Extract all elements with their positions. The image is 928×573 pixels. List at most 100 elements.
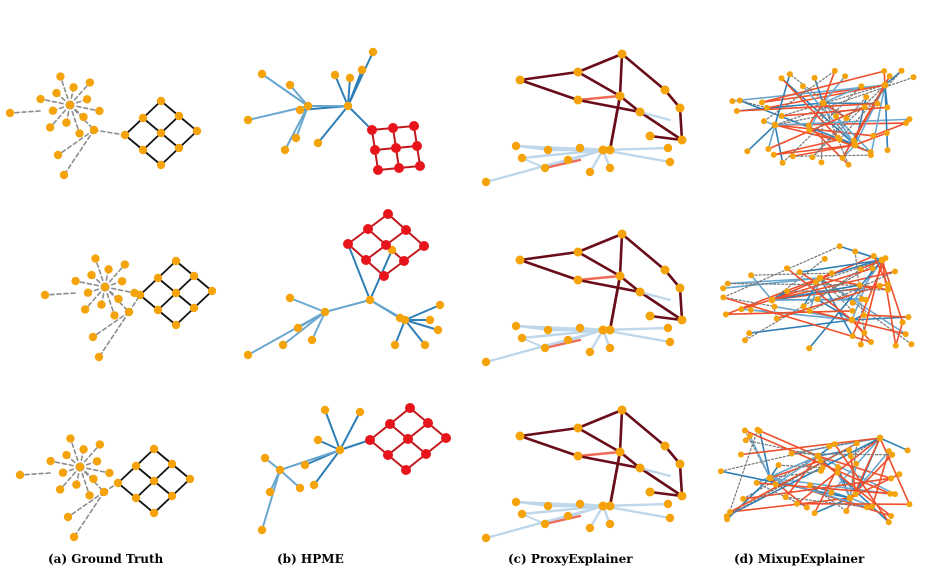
graph-node xyxy=(760,118,767,125)
motif-node xyxy=(388,123,398,133)
graph-node xyxy=(818,159,825,166)
graph-node xyxy=(724,516,731,523)
graph-edge xyxy=(850,455,857,495)
graph-edge xyxy=(547,327,581,331)
graph-node xyxy=(836,243,843,250)
mixed-edge xyxy=(784,455,819,498)
graph-node xyxy=(124,307,134,317)
graph-node xyxy=(617,229,627,239)
graph-node xyxy=(605,343,615,353)
base-node xyxy=(55,485,65,494)
graph-node xyxy=(517,333,527,343)
motif-node xyxy=(174,143,184,153)
graph-node xyxy=(747,306,754,313)
motif-node xyxy=(185,474,195,484)
mixed-edge xyxy=(771,258,826,301)
motif-node xyxy=(383,450,393,460)
base-edge xyxy=(289,297,326,313)
base-edge xyxy=(79,466,111,474)
base-node xyxy=(89,474,98,484)
base-node xyxy=(295,483,305,493)
motif-node xyxy=(153,273,163,283)
base-edge xyxy=(279,469,301,489)
graph-node xyxy=(511,321,521,331)
explanation-edge xyxy=(576,450,622,458)
base-node xyxy=(75,129,84,138)
graph-node xyxy=(910,74,917,81)
graph-edge xyxy=(638,466,672,478)
explanation-edge xyxy=(576,278,642,294)
base-node xyxy=(71,276,80,286)
graph-edge xyxy=(57,129,95,156)
graph-node xyxy=(738,306,745,313)
base-edge xyxy=(104,286,116,317)
graph-node xyxy=(605,519,615,529)
graph-node xyxy=(814,296,821,303)
graph-edge xyxy=(777,464,824,469)
explanation-edge xyxy=(576,274,622,282)
graph-node xyxy=(793,500,800,507)
graph-node xyxy=(881,81,889,89)
graph-node xyxy=(481,357,491,367)
explanation-edge xyxy=(518,434,580,458)
graph-node xyxy=(69,532,79,542)
mixed-edge xyxy=(879,437,911,506)
graph-node xyxy=(847,453,854,460)
mixed-edge xyxy=(771,270,896,301)
graph-node xyxy=(15,470,25,480)
graph-node xyxy=(615,447,625,457)
graph-node xyxy=(811,74,818,81)
hub-node xyxy=(320,307,330,317)
explanation-edge xyxy=(518,78,580,102)
graph-edge xyxy=(740,267,874,310)
motif-node xyxy=(423,418,433,428)
graph-node xyxy=(834,464,841,471)
mixed-edge xyxy=(813,77,824,104)
graph-node xyxy=(675,283,685,293)
graph-node xyxy=(891,491,898,498)
base-node xyxy=(300,460,310,470)
base-node xyxy=(425,315,435,325)
base-edge xyxy=(289,84,309,107)
motif-node xyxy=(149,476,159,486)
motif-node xyxy=(385,419,395,429)
base-node xyxy=(46,456,55,466)
graph-node xyxy=(720,294,727,301)
graph-node xyxy=(884,147,891,154)
graph-edge xyxy=(813,466,839,514)
graph-node xyxy=(906,501,913,508)
graph-node xyxy=(598,325,608,335)
graph-edge xyxy=(789,73,848,119)
base-edge xyxy=(69,104,101,112)
base-edge xyxy=(69,81,91,106)
mixed-edge xyxy=(849,463,857,499)
graph-node xyxy=(517,153,527,163)
graph-node xyxy=(884,286,891,293)
motif-node xyxy=(192,126,202,136)
hub-node xyxy=(303,101,313,111)
graph-node xyxy=(645,311,655,321)
graph-node xyxy=(481,533,491,543)
graph-edge xyxy=(608,450,622,508)
base-node xyxy=(36,94,45,104)
graph-edge xyxy=(347,105,373,131)
mixed-edge xyxy=(792,144,856,158)
explanation-edge xyxy=(576,52,624,74)
motif-node xyxy=(171,256,181,266)
graph-node xyxy=(869,265,876,272)
graph-node xyxy=(778,112,785,119)
hub-node xyxy=(75,462,85,472)
graph-node xyxy=(883,129,890,136)
graph-edge xyxy=(871,450,890,508)
base-edge xyxy=(284,105,309,151)
mixed-edge xyxy=(854,132,888,146)
graph-node xyxy=(89,125,99,135)
graph-edge xyxy=(792,154,872,157)
graph-edge xyxy=(638,110,672,122)
base-node xyxy=(69,83,78,92)
graph-node xyxy=(878,256,886,264)
graph-node xyxy=(856,282,863,289)
graph-node xyxy=(660,85,670,95)
motif-node xyxy=(379,271,389,281)
base-node xyxy=(357,65,367,75)
